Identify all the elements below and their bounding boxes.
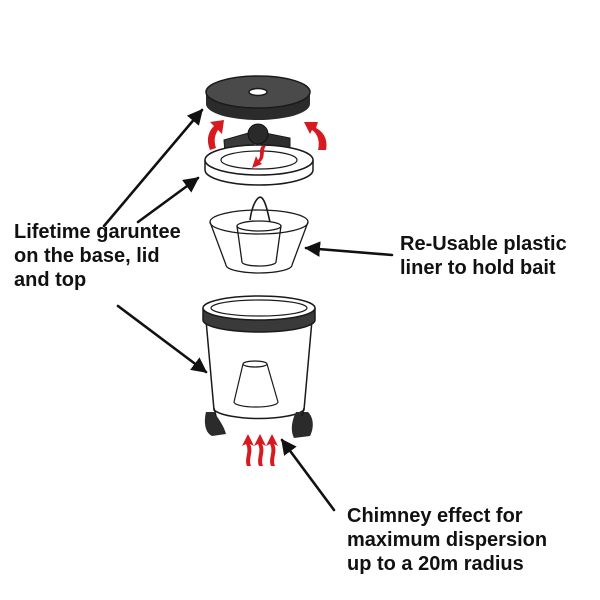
cap-hole	[248, 87, 268, 97]
label-lifetime-guarantee: Lifetime garuntee on the base, lid and t…	[14, 220, 181, 292]
plastic-liner	[209, 196, 309, 274]
label-line: liner to hold bait	[400, 257, 556, 279]
pointer-arrow-to-liner	[304, 241, 394, 257]
label-line: maximum dispersion	[347, 529, 548, 551]
base-canister	[202, 295, 316, 438]
pointer-arrow-to-chimney	[280, 438, 336, 512]
label-chimney-effect: Chimney effect for maximum dispersion up…	[347, 504, 547, 576]
red-airflow-arrow-right	[304, 122, 327, 150]
red-airflow-arrow-left	[207, 120, 224, 150]
pointer-arrow-to-top-cap	[102, 108, 204, 228]
red-airflow-arrow-center	[252, 146, 266, 168]
top-cap	[205, 75, 311, 120]
label-line: Re-Usable plastic	[400, 233, 567, 255]
pointer-arrow-to-lid	[136, 176, 200, 224]
label-reusable-liner: Re-Usable plastic liner to hold bait	[400, 232, 567, 280]
label-line: up to a 20m radius	[347, 553, 524, 575]
label-line: Lifetime garuntee	[14, 221, 181, 243]
label-line: Chimney effect for	[347, 505, 523, 527]
foot-right	[291, 412, 313, 438]
foot-left	[204, 412, 226, 436]
label-line: on the base, lid	[14, 245, 160, 267]
label-line: and top	[14, 269, 87, 291]
chimney-heat-arrows	[242, 434, 278, 466]
pointer-arrow-to-base	[116, 304, 208, 374]
